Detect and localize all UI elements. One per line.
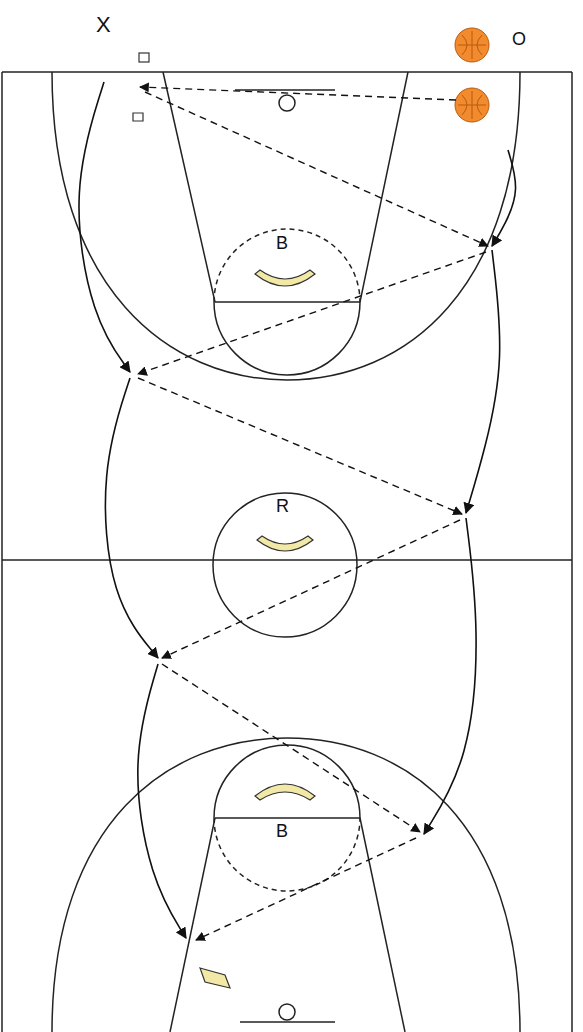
pass-path bbox=[138, 378, 462, 514]
player-letter: X bbox=[96, 14, 111, 36]
pass-path bbox=[145, 92, 488, 246]
movement-paths bbox=[79, 82, 516, 940]
coach-marks bbox=[255, 270, 315, 800]
pass-path bbox=[162, 520, 460, 658]
pass-path bbox=[196, 838, 416, 940]
dribble-path bbox=[466, 250, 500, 513]
pass-path bbox=[140, 87, 456, 100]
cone bbox=[200, 968, 230, 988]
dribble-path bbox=[138, 664, 186, 938]
pass-path bbox=[162, 664, 420, 832]
player-letter: O bbox=[512, 30, 526, 48]
basketballs bbox=[455, 28, 489, 122]
coach-letter: R bbox=[276, 497, 289, 515]
pass-path bbox=[138, 252, 486, 374]
dribble-path bbox=[492, 150, 516, 246]
dribble-path bbox=[79, 82, 130, 372]
dribble-path bbox=[424, 518, 476, 834]
dribble-path bbox=[105, 378, 158, 658]
court-lines bbox=[2, 72, 572, 1032]
coach-letter: B bbox=[276, 822, 288, 840]
coach-letter: B bbox=[276, 234, 288, 252]
